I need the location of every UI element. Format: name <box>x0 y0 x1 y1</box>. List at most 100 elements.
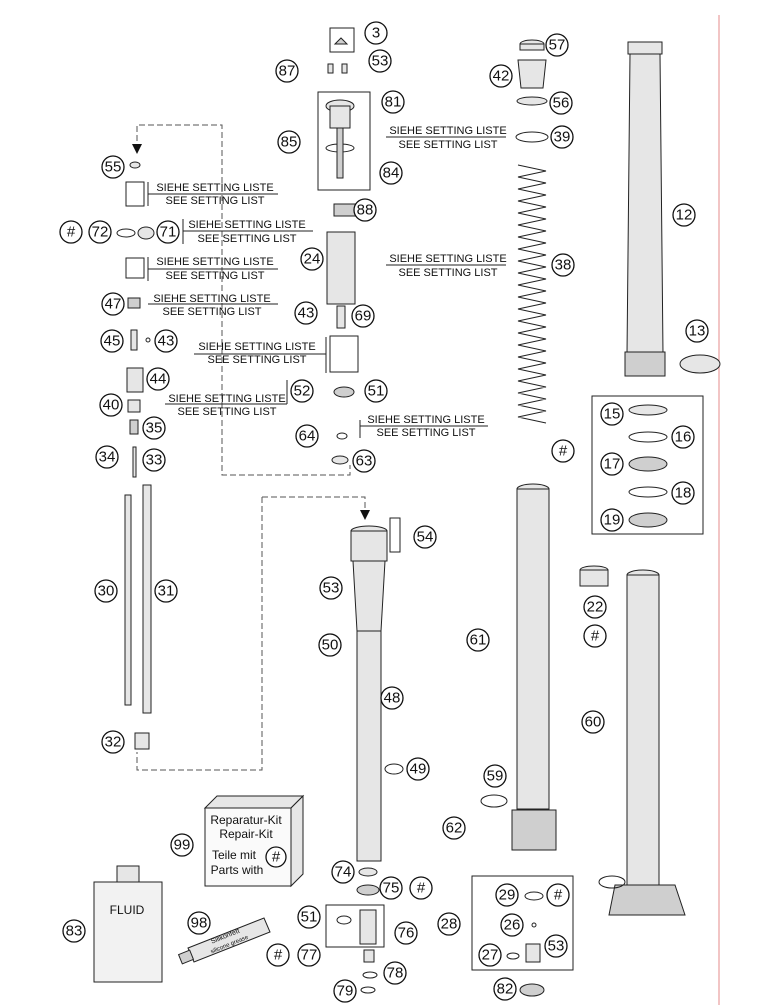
callout-3: 3 <box>364 21 388 45</box>
svg-text:#: # <box>559 443 568 460</box>
callout-33: 33 <box>142 448 166 472</box>
callout-76: 76 <box>394 921 418 945</box>
svg-text:12: 12 <box>676 207 693 224</box>
svg-text:76: 76 <box>398 925 415 942</box>
setting-label-7: SIEHE SETTING LISTE SEE SETTING LIST <box>367 414 484 439</box>
callout-18: 18 <box>671 481 695 505</box>
part-87b <box>341 63 348 74</box>
part-box-85 <box>317 91 371 191</box>
callout-78: 78 <box>383 961 407 985</box>
callout-31: 31 <box>154 579 178 603</box>
svg-text:SEE SETTING LIST: SEE SETTING LIST <box>398 139 497 151</box>
svg-text:42: 42 <box>493 68 510 85</box>
part-63 <box>331 455 349 465</box>
part-77 <box>363 949 375 963</box>
svg-text:98: 98 <box>191 915 208 932</box>
svg-text:83: 83 <box>66 923 83 940</box>
part-61-foot <box>511 809 557 851</box>
svg-text:#: # <box>67 224 76 241</box>
svg-text:50: 50 <box>322 637 339 654</box>
part-52 <box>333 386 355 398</box>
svg-text:SIEHE SETTING LISTE: SIEHE SETTING LISTE <box>156 182 273 194</box>
hash-symbol: # <box>272 849 281 866</box>
part-29 <box>524 891 544 901</box>
callout-84: 84 <box>379 161 403 185</box>
part-box-28 <box>471 875 574 971</box>
part-13 <box>679 354 721 374</box>
part-12-top <box>627 41 663 55</box>
callout-hash-77: # <box>266 943 290 967</box>
callout-13: 13 <box>685 319 709 343</box>
callout-hash-bushings: # <box>551 439 575 463</box>
callout-82: 82 <box>493 977 517 1001</box>
svg-text:29: 29 <box>499 887 516 904</box>
svg-text:75: 75 <box>383 880 400 897</box>
callout-77: 77 <box>297 943 321 967</box>
part-38-spring <box>517 164 547 424</box>
svg-text:40: 40 <box>103 397 120 414</box>
callout-85: 85 <box>277 130 301 154</box>
svg-text:62: 62 <box>446 820 463 837</box>
part-71 <box>137 226 155 240</box>
callout-63: 63 <box>352 449 376 473</box>
svg-text:SIEHE SETTING LISTE: SIEHE SETTING LISTE <box>198 341 315 353</box>
part-27 <box>506 952 520 960</box>
svg-text:SEE SETTING LIST: SEE SETTING LIST <box>165 270 264 282</box>
svg-text:#: # <box>554 887 563 904</box>
callout-79: 79 <box>333 979 357 1003</box>
callout-56: 56 <box>549 91 573 115</box>
svg-text:24: 24 <box>304 251 321 268</box>
svg-text:59: 59 <box>487 768 504 785</box>
part-box-76 <box>325 904 385 948</box>
part-55 <box>129 161 141 169</box>
callout-59: 59 <box>483 764 507 788</box>
part-85-rod <box>336 127 344 179</box>
svg-text:SIEHE SETTING LISTE: SIEHE SETTING LISTE <box>153 293 270 305</box>
setting-label-1: SIEHE SETTING LISTE SEE SETTING LIST <box>156 182 273 207</box>
part-56 <box>516 96 548 106</box>
callout-28: 28 <box>437 912 461 936</box>
callout-47: 47 <box>101 292 125 316</box>
part-53b <box>525 943 541 963</box>
svg-text:Teile mit: Teile mit <box>212 848 257 862</box>
part-60 <box>626 574 660 886</box>
part-48 <box>356 630 382 862</box>
part-26 <box>531 922 537 928</box>
svg-text:77: 77 <box>301 947 318 964</box>
callout-53c: 53 <box>544 934 568 958</box>
callout-hash-29: # <box>546 883 570 907</box>
part-54 <box>389 517 401 553</box>
svg-text:61: 61 <box>470 632 487 649</box>
svg-text:Reparatur-Kit: Reparatur-Kit <box>210 813 282 827</box>
callout-43b: 43 <box>154 329 178 353</box>
svg-text:15: 15 <box>604 406 621 423</box>
callout-44: 44 <box>146 367 170 391</box>
svg-text:16: 16 <box>675 429 692 446</box>
callout-43: 43 <box>294 301 318 325</box>
part-51b <box>336 915 352 925</box>
part-64 <box>336 432 348 440</box>
svg-text:57: 57 <box>549 37 566 54</box>
svg-text:64: 64 <box>299 428 316 445</box>
part-85-body <box>329 105 351 129</box>
callout-34: 34 <box>95 445 119 469</box>
part-31 <box>142 484 152 714</box>
part-39 <box>515 131 549 143</box>
svg-text:13: 13 <box>689 323 706 340</box>
svg-text:SEE SETTING LIST: SEE SETTING LIST <box>177 406 276 418</box>
callout-35: 35 <box>142 416 166 440</box>
leader-lines <box>147 136 506 438</box>
part-12-bottom <box>624 351 666 377</box>
part-72-ring <box>116 228 136 238</box>
callout-51b: 51 <box>297 905 321 929</box>
part-69 <box>336 305 346 329</box>
part-43-washer <box>145 337 151 343</box>
callout-53b: 53 <box>319 576 343 600</box>
callout-60: 60 <box>581 710 605 734</box>
svg-text:22: 22 <box>587 599 604 616</box>
svg-text:Repair-Kit: Repair-Kit <box>219 827 273 841</box>
svg-text:52: 52 <box>294 383 311 400</box>
svg-text:#: # <box>591 628 600 645</box>
setting-label-2: SIEHE SETTING LISTE SEE SETTING LIST <box>188 219 305 245</box>
svg-text:3: 3 <box>372 25 380 42</box>
